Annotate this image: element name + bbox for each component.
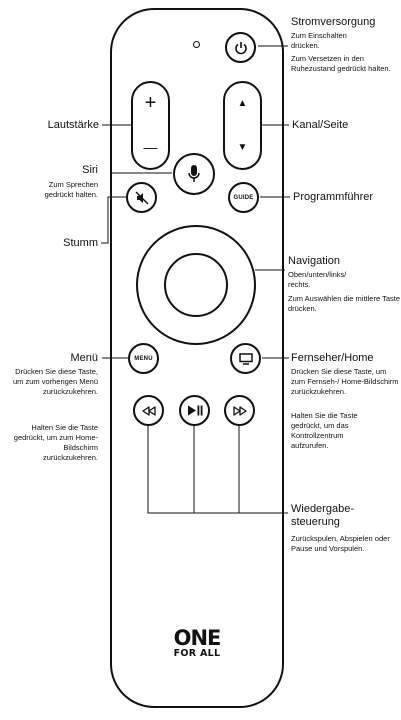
brand-logo: ONE FOR ALL xyxy=(150,626,244,660)
volume-up-button[interactable]: + xyxy=(131,88,170,118)
indicator-light xyxy=(193,41,200,48)
microphone-icon xyxy=(187,164,201,184)
power-label-desc1: Zum Einschalten drücken. xyxy=(291,31,347,50)
channel-rocker xyxy=(223,81,262,170)
navigation-label-desc1: Oben/unten/links/ rechts. xyxy=(288,270,347,289)
remote-body xyxy=(110,8,284,708)
power-icon xyxy=(234,41,248,55)
menu-button[interactable]: MENU xyxy=(128,343,159,374)
mute-callout-line xyxy=(101,196,126,244)
tv-home-label-title: Fernseher/Home xyxy=(291,352,374,364)
volume-down-glyph: — xyxy=(143,139,158,155)
rewind-icon xyxy=(141,405,157,416)
volume-down-button[interactable]: — xyxy=(131,132,170,162)
power-label-title: Stromversorgung xyxy=(291,16,376,28)
playback-label-desc: Zurückspulen, Abspielen oder Pause und V… xyxy=(291,534,390,553)
siri-label-desc: Zum Sprechen gedrückt halten. xyxy=(44,180,98,199)
rewind-button[interactable] xyxy=(133,395,164,426)
volume-label-title: Lautstärke xyxy=(47,119,99,131)
fast-forward-icon xyxy=(232,405,248,416)
tv-home-label-desc2: Halten Sie die Taste gedrückt, um das Ko… xyxy=(291,411,358,450)
tv-home-label-desc1: Drücken Sie diese Taste, um zum Fernseh-… xyxy=(291,367,399,396)
navigation-ring[interactable] xyxy=(136,225,256,345)
power-button[interactable] xyxy=(225,32,256,63)
volume-rocker xyxy=(131,81,170,170)
play-pause-button[interactable] xyxy=(179,395,210,426)
mute-icon xyxy=(135,191,149,205)
mute-label-title: Stumm xyxy=(63,237,98,249)
channel-up-glyph: ▲ xyxy=(237,97,248,109)
siri-button[interactable] xyxy=(173,153,215,195)
play-pause-icon xyxy=(187,405,203,416)
logo-line1: ONE xyxy=(173,626,222,650)
menu-button-label: MENU xyxy=(134,355,153,362)
power-label-desc2: Zum Versetzen in den Ruhezustand gedrück… xyxy=(291,54,391,73)
guide-button[interactable]: GUIDE xyxy=(228,182,259,213)
menu-label-title: Menü xyxy=(70,352,98,364)
menu-label-desc1: Drücken Sie diese Taste, um zum vorherig… xyxy=(12,367,98,396)
logo-line2: FOR ALL xyxy=(173,648,221,659)
fast-forward-button[interactable] xyxy=(224,395,255,426)
channel-down-button[interactable]: ▼ xyxy=(223,132,262,162)
playback-label-title: Wiedergabe- steuerung xyxy=(291,503,354,528)
playback-callout-line xyxy=(147,425,195,514)
volume-up-glyph: + xyxy=(144,91,157,114)
navigation-label-desc2: Zum Auswählen die mittlere Taste drücken… xyxy=(288,294,400,313)
mute-button[interactable] xyxy=(126,182,157,213)
channel-up-button[interactable]: ▲ xyxy=(223,88,262,118)
guide-label-title: Programmführer xyxy=(293,191,374,203)
tv-home-button[interactable] xyxy=(230,343,261,374)
guide-button-label: GUIDE xyxy=(233,194,254,201)
tv-icon xyxy=(238,352,253,365)
menu-label-desc2: Halten Sie die Taste gedrückt, um zum Ho… xyxy=(13,423,98,462)
siri-label-title: Siri xyxy=(82,164,98,176)
channel-label-title: Kanal/Seite xyxy=(292,119,349,131)
select-button[interactable] xyxy=(164,253,228,317)
navigation-label-title: Navigation xyxy=(288,255,340,267)
channel-down-glyph: ▼ xyxy=(237,141,248,153)
